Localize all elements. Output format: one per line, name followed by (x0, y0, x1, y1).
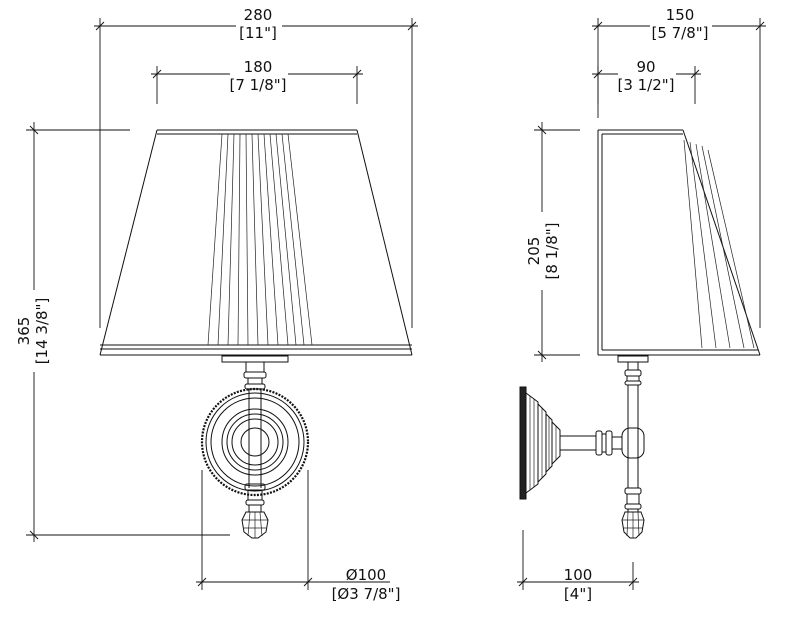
overall-height-imperial: [14 3/8"] (33, 298, 51, 365)
overall-height-value: 365 (15, 317, 33, 346)
dimension-shade-height: 205 [8 1/8"] (525, 122, 580, 362)
backplate-diameter-imperial: [Ø3 7/8"] (332, 585, 401, 603)
front-lamp-shade (99, 129, 413, 356)
shade-height-value: 205 (525, 237, 543, 266)
side-finial (621, 509, 645, 539)
dimension-overall-height: 365 [14 3/8"] (15, 122, 230, 542)
front-finial (241, 505, 269, 539)
dimension-backplate-diameter: Ø100 [Ø3 7/8"] (196, 470, 400, 603)
overall-depth-value: 150 (666, 6, 695, 24)
dimension-top-shade-width: 180 [7 1/8"] (151, 58, 363, 104)
backplate-diameter-value: Ø100 (346, 566, 386, 584)
front-stem (221, 355, 289, 506)
overall-width-value: 280 (244, 6, 273, 24)
side-wall-mount (519, 386, 561, 500)
dimension-arm-projection: 100 [4"] (517, 530, 639, 603)
top-shade-width-imperial: [7 1/8"] (229, 76, 286, 94)
dimension-top-shade-depth: 90 [3 1/2"] (592, 58, 701, 104)
side-arm (560, 430, 622, 456)
overall-width-imperial: [11"] (239, 24, 277, 42)
top-shade-depth-imperial: [3 1/2"] (617, 76, 674, 94)
front-view: 280 [11"] 180 [7 1/8"] 365 [14 3/8"] (15, 6, 418, 603)
arm-projection-value: 100 (564, 566, 593, 584)
overall-depth-imperial: [5 7/8"] (651, 24, 708, 42)
shade-height-imperial: [8 1/8"] (543, 222, 561, 279)
dimension-overall-width: 280 [11"] (94, 6, 418, 328)
dimension-overall-depth: 150 [5 7/8"] (592, 6, 766, 328)
top-shade-depth-value: 90 (636, 58, 655, 76)
side-view: 150 [5 7/8"] 90 [3 1/2"] 205 [8 1/8"] (517, 6, 766, 603)
arm-projection-imperial: [4"] (564, 585, 592, 603)
front-backplate (200, 387, 310, 497)
top-shade-width-value: 180 (244, 58, 273, 76)
side-lamp-shade (597, 129, 761, 356)
side-stem (617, 355, 649, 510)
